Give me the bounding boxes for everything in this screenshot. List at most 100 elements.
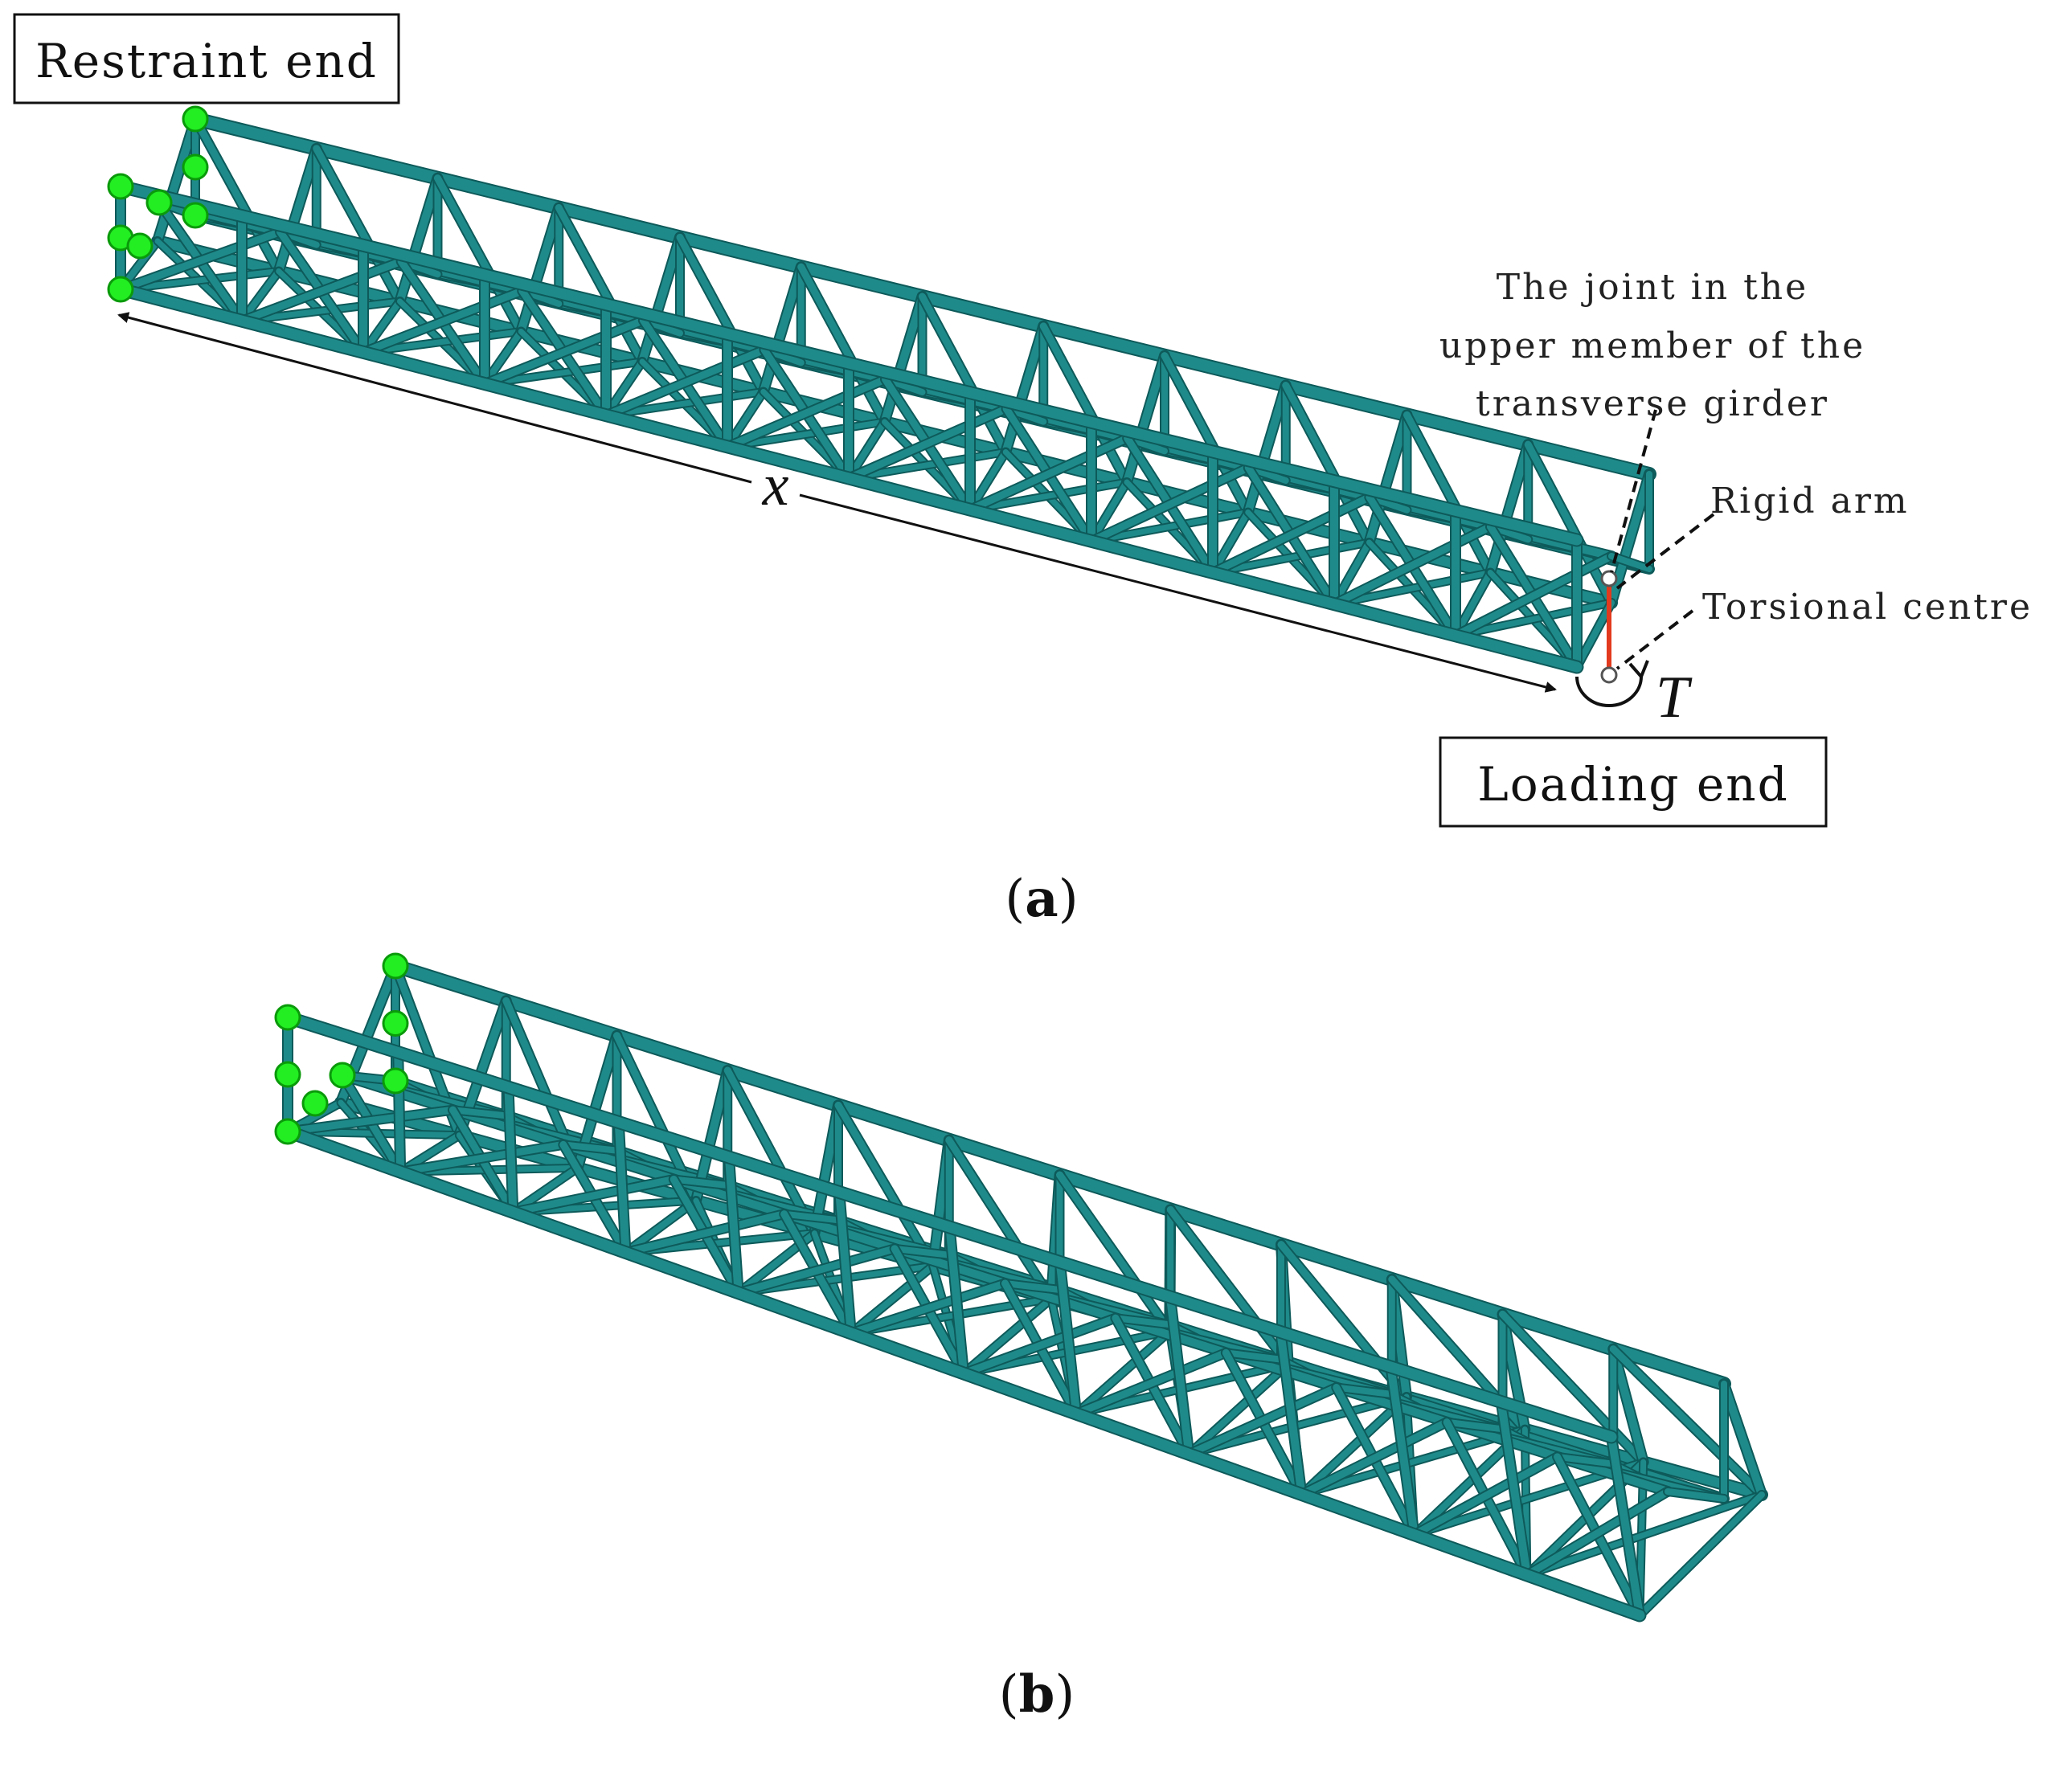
front-cross-brace xyxy=(1452,552,1615,640)
mid-transverse xyxy=(1665,1488,1727,1502)
mid-transverse xyxy=(1222,1349,1284,1363)
bottom-lateral-brace xyxy=(1088,509,1251,544)
front-vertical xyxy=(1055,1258,1081,1418)
front-vertical xyxy=(835,1188,855,1337)
back-diagonal xyxy=(676,233,768,395)
front-cross-brace xyxy=(960,1314,1120,1377)
back-vertical xyxy=(274,144,321,276)
bottom-transverse xyxy=(603,358,645,419)
front-cross-brace xyxy=(359,287,526,356)
top-front-chord xyxy=(115,181,1583,546)
bottom-transverse xyxy=(846,419,888,481)
rigid-arm-annotation: Rigid arm xyxy=(1710,481,1910,522)
front-cross-brace xyxy=(966,434,1132,514)
front-vertical xyxy=(945,1223,968,1377)
back-diagonal xyxy=(1609,1345,1766,1499)
joint-annotation-line-3: transverse girder xyxy=(1476,383,1829,424)
annotation-leaders xyxy=(1610,409,1715,670)
loading-end-label: Loading end xyxy=(1439,736,1828,828)
front-cross-brace xyxy=(847,1279,1009,1337)
front-cross-brace xyxy=(735,1245,899,1297)
back-diagonal xyxy=(797,263,888,426)
restraint-end-text: Restraint end xyxy=(35,34,378,88)
front-cross-brace xyxy=(723,375,889,451)
bottom-front-chord xyxy=(115,284,1583,673)
front-cross-brace xyxy=(1209,493,1374,576)
dimension-symbol-x: x xyxy=(762,452,789,518)
torsional-centre-annotation: Torsional centre xyxy=(1702,587,2033,628)
bottom-lateral-brace xyxy=(1452,600,1615,639)
mid-transverse xyxy=(559,1141,620,1154)
support-node xyxy=(145,189,173,216)
bottom-lateral-brace xyxy=(1210,539,1372,575)
back-diagonal xyxy=(1403,411,1494,576)
bottom-lateral-brace xyxy=(239,298,403,324)
front-vertical xyxy=(504,1083,518,1217)
back-vertical xyxy=(395,174,442,305)
caption-a: (a) xyxy=(1005,869,1078,929)
support-node xyxy=(382,1010,409,1037)
support-node xyxy=(274,1004,301,1031)
back-vertical xyxy=(1486,440,1533,577)
front-cross-brace xyxy=(1185,1384,1341,1458)
back-vertical xyxy=(517,203,563,336)
torque-symbol: T xyxy=(1656,665,1693,730)
bottom-transverse xyxy=(967,448,1009,514)
front-cross-brace xyxy=(481,317,647,387)
back-vertical xyxy=(154,115,199,245)
back-diagonal xyxy=(919,293,1009,456)
top-front-chord xyxy=(282,1012,1617,1442)
restraint-end-label: Restraint end xyxy=(13,13,400,104)
back-diagonal xyxy=(834,1101,937,1270)
support-node xyxy=(182,105,209,133)
back-vertical xyxy=(1123,351,1169,486)
back-diagonal xyxy=(1166,1205,1292,1368)
bottom-lateral-brace xyxy=(846,449,1009,481)
bottom-lateral-brace xyxy=(967,479,1130,513)
bottom-lateral-brace xyxy=(724,419,887,450)
back-vertical xyxy=(1720,1380,1766,1499)
back-vertical xyxy=(1365,411,1411,546)
truss-model-a xyxy=(113,112,1656,674)
restraint-supports-a xyxy=(107,105,209,303)
joint-annotation-line-2: upper member of the xyxy=(1439,325,1865,366)
front-vertical xyxy=(1607,1433,1644,1619)
support-node xyxy=(107,276,134,303)
back-diagonal xyxy=(1524,440,1615,607)
mid-transverse xyxy=(1608,553,1652,572)
front-cross-brace xyxy=(602,346,768,419)
front-cross-brace xyxy=(284,1106,457,1136)
front-cross-brace xyxy=(1072,1348,1230,1418)
back-vertical xyxy=(759,263,805,396)
back-diagonal xyxy=(1282,382,1373,546)
truss-model-b-deformed xyxy=(280,959,1768,1623)
upper-member-joint xyxy=(1600,570,1618,587)
bottom-lateral-brace xyxy=(1524,1492,1765,1578)
torque-arrow: T xyxy=(1575,660,1693,730)
support-node xyxy=(274,1118,301,1145)
front-vertical xyxy=(614,1118,630,1257)
support-node xyxy=(182,153,209,181)
bottom-transverse xyxy=(960,1295,1054,1377)
bottom-lateral-brace xyxy=(481,358,645,387)
mid-transverse xyxy=(1333,1384,1395,1397)
bottom-transverse xyxy=(847,1262,936,1336)
support-node xyxy=(329,1062,356,1089)
bottom-transverse xyxy=(1574,600,1615,670)
bottom-transverse xyxy=(1331,539,1373,608)
front-cross-brace xyxy=(1087,464,1252,545)
front-vertical xyxy=(725,1153,743,1297)
back-vertical xyxy=(1607,470,1653,607)
back-vertical xyxy=(880,293,927,426)
back-diagonal xyxy=(1499,1310,1648,1466)
support-node xyxy=(382,952,409,980)
mid-transverse xyxy=(1443,1418,1506,1433)
front-cross-brace xyxy=(1330,522,1494,608)
caption-b: (b) xyxy=(999,1664,1075,1725)
back-vertical xyxy=(638,233,684,366)
bottom-transverse xyxy=(360,298,403,356)
support-node xyxy=(126,232,154,260)
back-diagonal xyxy=(1039,322,1131,486)
bottom-transverse xyxy=(1636,1492,1765,1618)
